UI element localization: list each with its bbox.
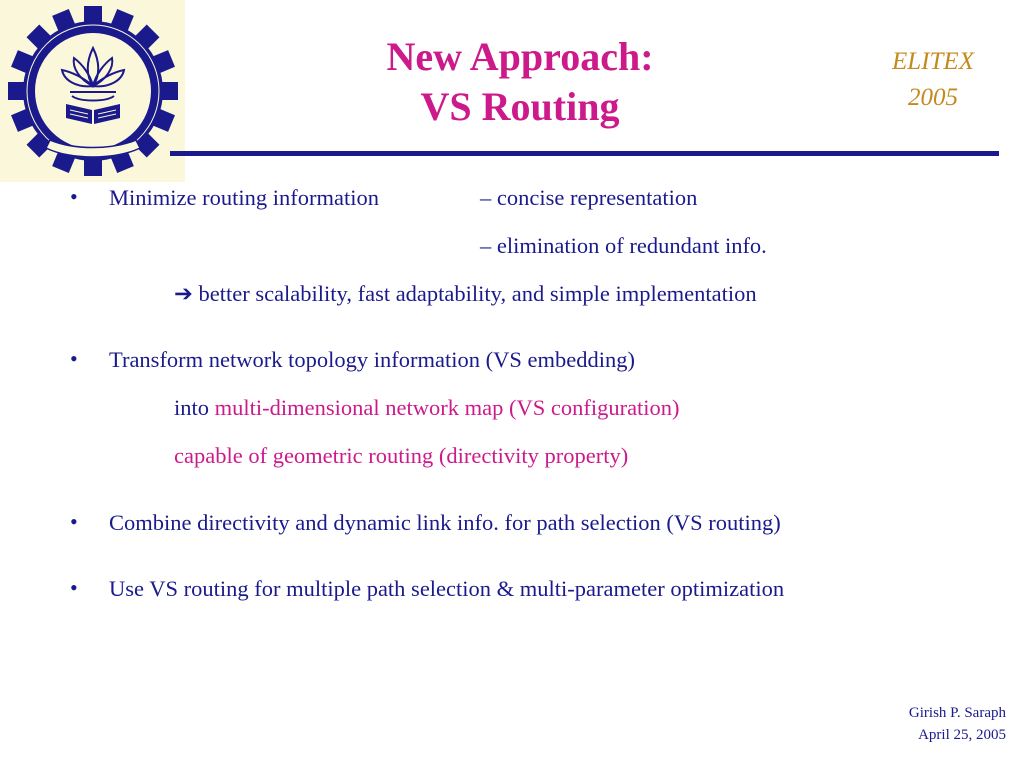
gear-emblem-icon: [8, 6, 178, 176]
bullet-2-into-word: into: [174, 395, 215, 420]
conference-name: ELITEX: [892, 48, 974, 75]
slide-title: New Approach: VS Routing: [300, 32, 740, 132]
bullet-2-symbol: •: [70, 346, 78, 371]
bullet-2-into-line: into multi-dimensional network map (VS c…: [174, 394, 680, 422]
title-divider: [170, 151, 999, 156]
bullet-1-symbol: •: [70, 184, 78, 209]
bullet-2-text: Transform network topology information (…: [109, 347, 635, 372]
conference-year: 2005: [908, 84, 958, 111]
institute-logo: [0, 0, 185, 182]
bullet-2-into-highlight: multi-dimensional network map (VS config…: [214, 395, 680, 420]
title-line-1: New Approach:: [386, 34, 654, 79]
bullet-1-sub-1: – concise representation: [480, 185, 698, 210]
bullet-2-capable-line: capable of geometric routing (directivit…: [174, 443, 629, 468]
bullet-1-text: Minimize routing information: [109, 185, 379, 210]
slide-footer: Girish P. Saraph April 25, 2005: [909, 702, 1006, 746]
bullet-3-text: Combine directivity and dynamic link inf…: [109, 510, 781, 535]
bullet-4-text: Use VS routing for multiple path selecti…: [109, 576, 785, 601]
title-line-2: VS Routing: [420, 84, 620, 129]
conference-label: ELITEX 2005: [858, 44, 1008, 116]
bullet-1-sub-2: – elimination of redundant info.: [480, 233, 767, 258]
bullet-1-result: ➔ better scalability, fast adaptability,…: [174, 280, 757, 308]
bullet-1-result-text: better scalability, fast adaptability, a…: [192, 281, 757, 306]
right-arrow-icon: ➔: [174, 281, 193, 306]
footer-date: April 25, 2005: [918, 727, 1006, 743]
bullet-4-symbol: •: [70, 575, 78, 600]
footer-author: Girish P. Saraph: [908, 705, 1006, 721]
bullet-3-symbol: •: [70, 509, 78, 534]
